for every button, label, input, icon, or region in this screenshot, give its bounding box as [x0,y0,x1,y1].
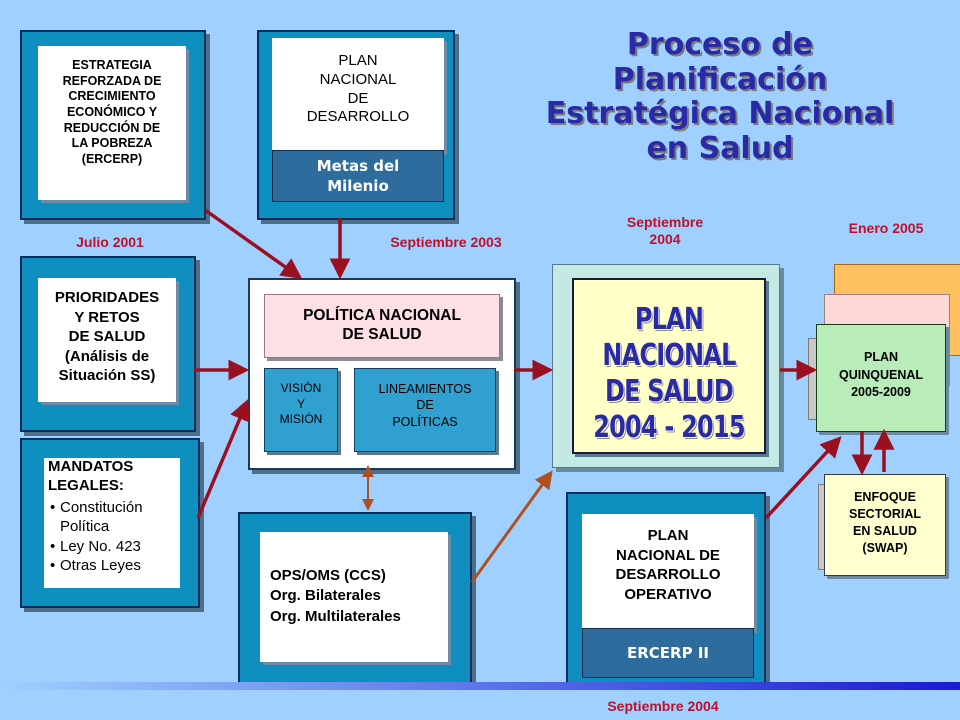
date-julio-2001: Julio 2001 [76,234,144,250]
plan-salud-box: PLAN NACIONAL DE SALUD 2004 - 2015 [572,278,766,454]
lineamientos-text: LINEAMIENTOS DE POLÍTICAS [378,382,472,429]
ops-box: OPS/OMS (CCS) Org. Bilaterales Org. Mult… [260,532,448,662]
arrow-mandatos-to-politica [196,399,250,519]
prioridades-text: PRIORIDADES Y RETOS DE SALUD (Análisis d… [54,289,160,384]
prioridades-box: PRIORIDADES Y RETOS DE SALUD (Análisis d… [38,278,176,402]
mandatos-list: Constitución Política Ley No. 423 Otras … [44,498,180,576]
plan-salud-text: PLAN NACIONAL DE SALUD 2004 - 2015 [593,302,745,445]
date-septiembre-2004-bottom: Septiembre 2004 [607,698,719,714]
mandatos-box: MANDATOS LEGALES: Constitución Política … [44,458,180,588]
ops-text: OPS/OMS (CCS) Org. Bilaterales Org. Mult… [270,567,401,625]
plan-desarrollo-text: PLAN NACIONAL DE DESARROLLO [306,52,410,126]
plan-operativo-text: PLAN NACIONAL DE DESARROLLO OPERATIVO [615,527,721,603]
bottom-gradient-bar [0,682,960,690]
ercerp-box: ESTRATEGIA REFORZADA DE CRECIMIENTO ECON… [38,46,186,200]
plan-operativo-box: PLAN NACIONAL DE DESARROLLO OPERATIVO [582,514,754,630]
politica-box: POLÍTICA NACIONAL DE SALUD [264,294,500,358]
mandatos-title: MANDATOS LEGALES: [48,458,134,494]
plan-desarrollo-box: PLAN NACIONAL DE DESARROLLO [272,38,444,152]
vision-text: VISIÓN Y MISIÓN [279,381,323,427]
quinquenal-text: PLAN QUINQUENAL 2005-2009 [838,350,924,399]
mandato-item: Otras Leyes [50,556,180,576]
vision-box: VISIÓN Y MISIÓN [264,368,338,452]
metas-milenio-bar: Metas del Milenio [272,150,444,202]
politica-text: POLÍTICA NACIONAL DE SALUD [303,307,461,344]
swap-text: ENFOQUE SECTORIAL EN SALUD (SWAP) [849,490,921,555]
page-title: Proceso de Planificación Estratégica Nac… [545,27,895,166]
arrow-ercerp-to-politica [203,208,303,280]
swap-box: ENFOQUE SECTORIAL EN SALUD (SWAP) [824,474,946,576]
lineamientos-box: LINEAMIENTOS DE POLÍTICAS [354,368,496,452]
ercerp-ii-bar: ERCERP II [582,628,754,678]
arrow-operativo-to-quinquenal [764,436,842,520]
date-septiembre-2004-top: Septiembre 2004 [626,214,704,247]
arrow-ops-to-plan-salud [470,470,553,583]
date-enero-2005: Enero 2005 [848,220,924,236]
mandato-item: Constitución Política [50,498,180,537]
ercerp-text: ESTRATEGIA REFORZADA DE CRECIMIENTO ECON… [62,58,162,166]
quinquenal-box: PLAN QUINQUENAL 2005-2009 [816,324,946,432]
date-septiembre-2003: Septiembre 2003 [390,234,502,250]
mandato-item: Ley No. 423 [50,537,180,557]
